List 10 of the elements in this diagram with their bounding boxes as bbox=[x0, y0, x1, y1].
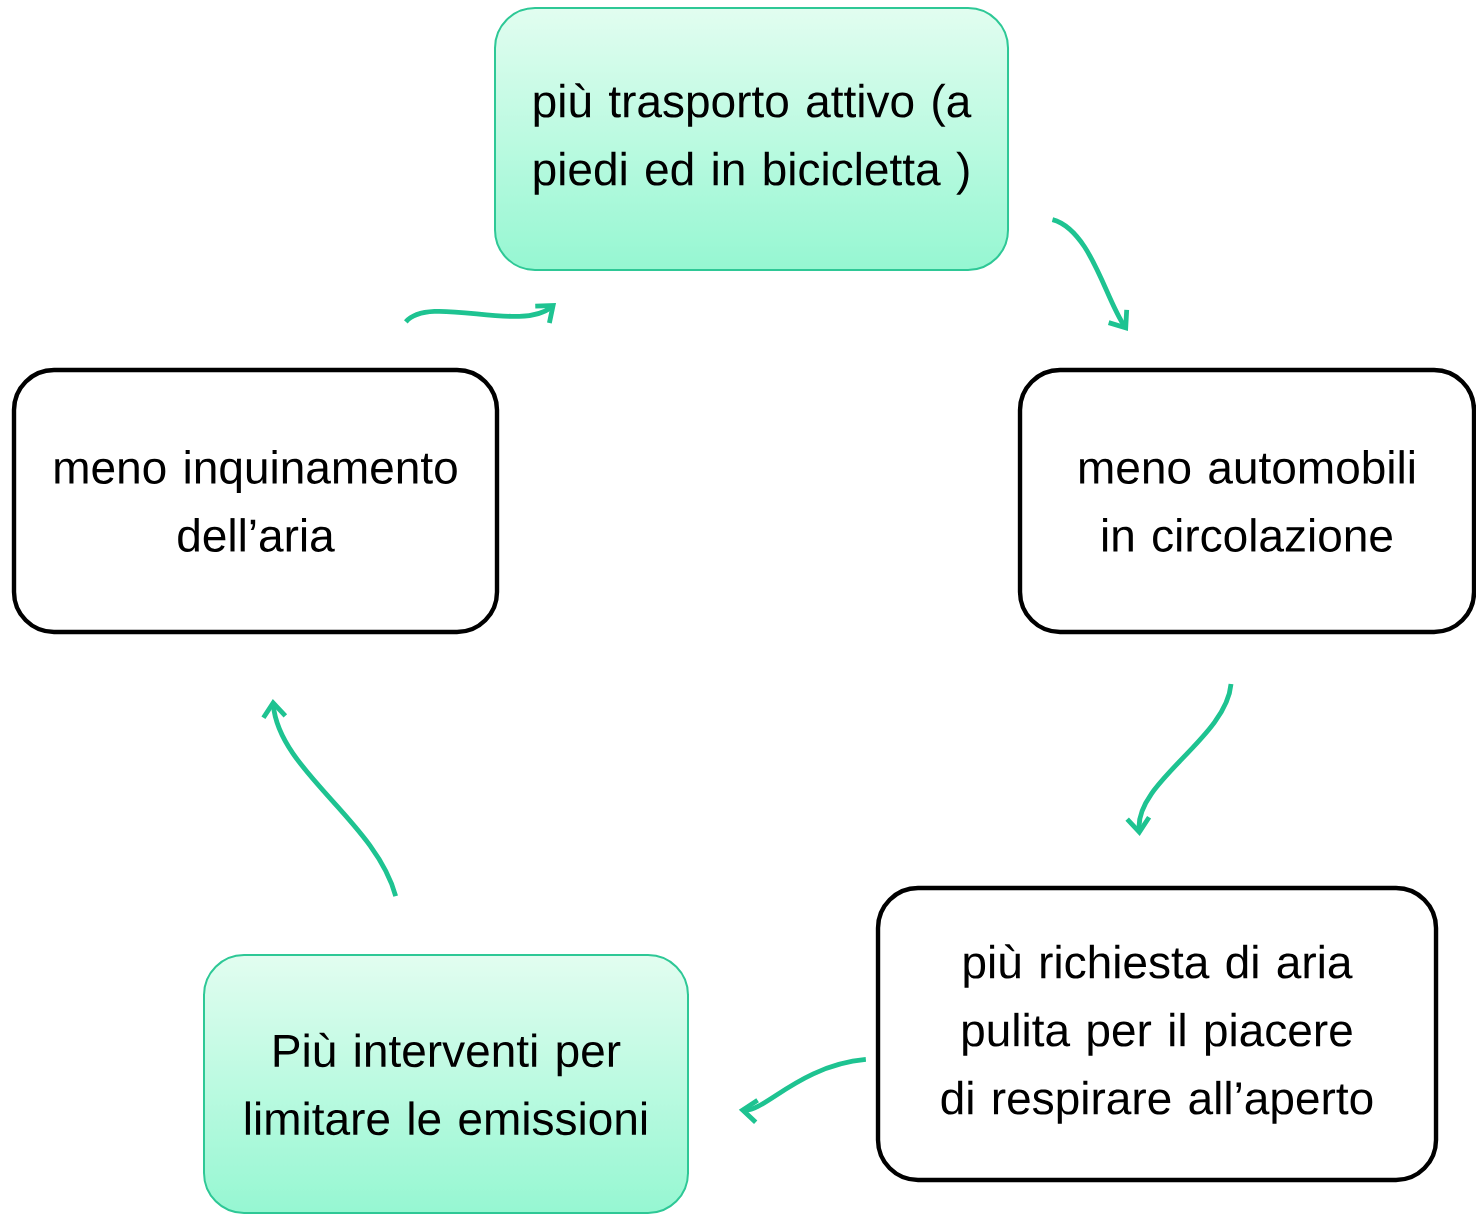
arrow bbox=[738, 1057, 867, 1124]
process-box: meno inquinamento dell’aria bbox=[11, 367, 500, 635]
process-box: Più interventi per limitare le emissioni bbox=[203, 954, 689, 1214]
arrow bbox=[1051, 217, 1130, 331]
process-box: meno automobili in circolazione bbox=[1017, 367, 1476, 635]
arrow bbox=[404, 303, 557, 324]
process-box: più richiesta di aria pulita per il piacere di respirare all’aperto bbox=[875, 885, 1439, 1183]
process-box: più trasporto attivo (a piedi ed in bicicletta ) bbox=[494, 7, 1009, 271]
arrow bbox=[261, 698, 398, 897]
arrow bbox=[1125, 683, 1234, 836]
